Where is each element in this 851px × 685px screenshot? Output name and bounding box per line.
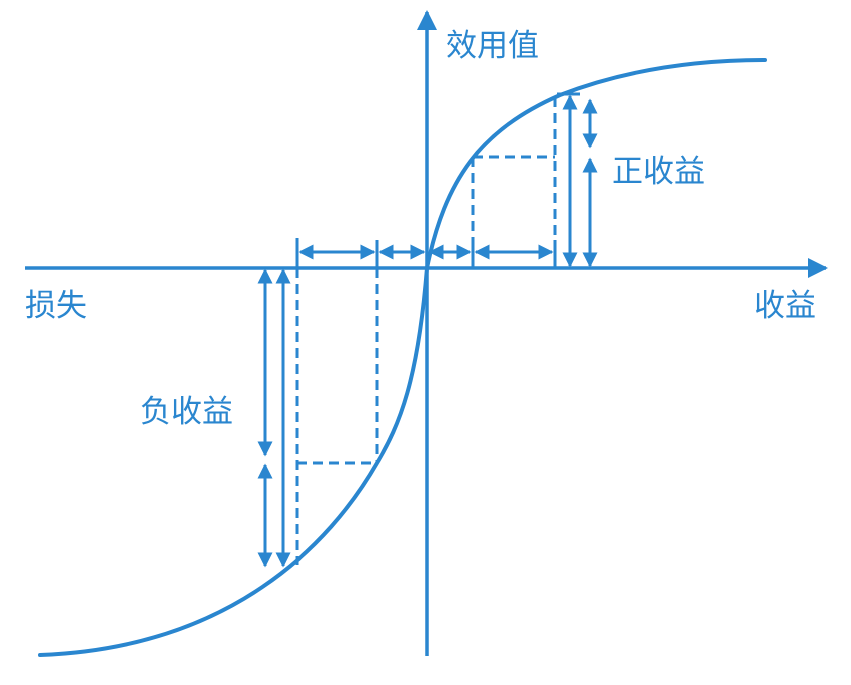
gain-label: 正收益 <box>612 154 705 190</box>
value-curve-gain-branch <box>425 58 767 270</box>
x-negative-label: 损失 <box>25 288 87 324</box>
x-positive-label: 收益 <box>754 288 816 324</box>
loss-label: 负收益 <box>140 394 233 430</box>
y-axis-label: 效用值 <box>446 28 539 64</box>
value-curve-loss-branch <box>38 266 429 657</box>
